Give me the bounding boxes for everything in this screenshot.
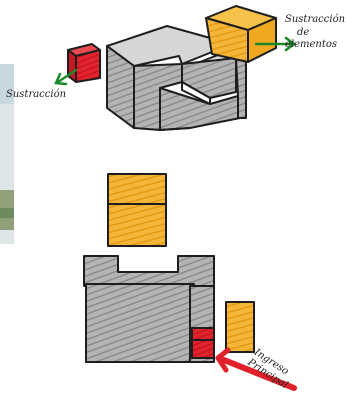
label-line-1: Sustracción — [285, 14, 345, 27]
subtraction-block-orange — [206, 6, 276, 62]
label-line-3: elementos — [285, 39, 345, 52]
label-sustraccion-left: Sustracción — [6, 90, 66, 100]
elevation-massing — [84, 174, 254, 362]
subtraction-block-red — [68, 44, 100, 82]
label-sustraccion-left-text: Sustracción — [6, 89, 66, 100]
label-sustraccion-de-elementos: Sustracción de elementos — [285, 14, 345, 52]
label-line-2: de — [285, 27, 345, 40]
